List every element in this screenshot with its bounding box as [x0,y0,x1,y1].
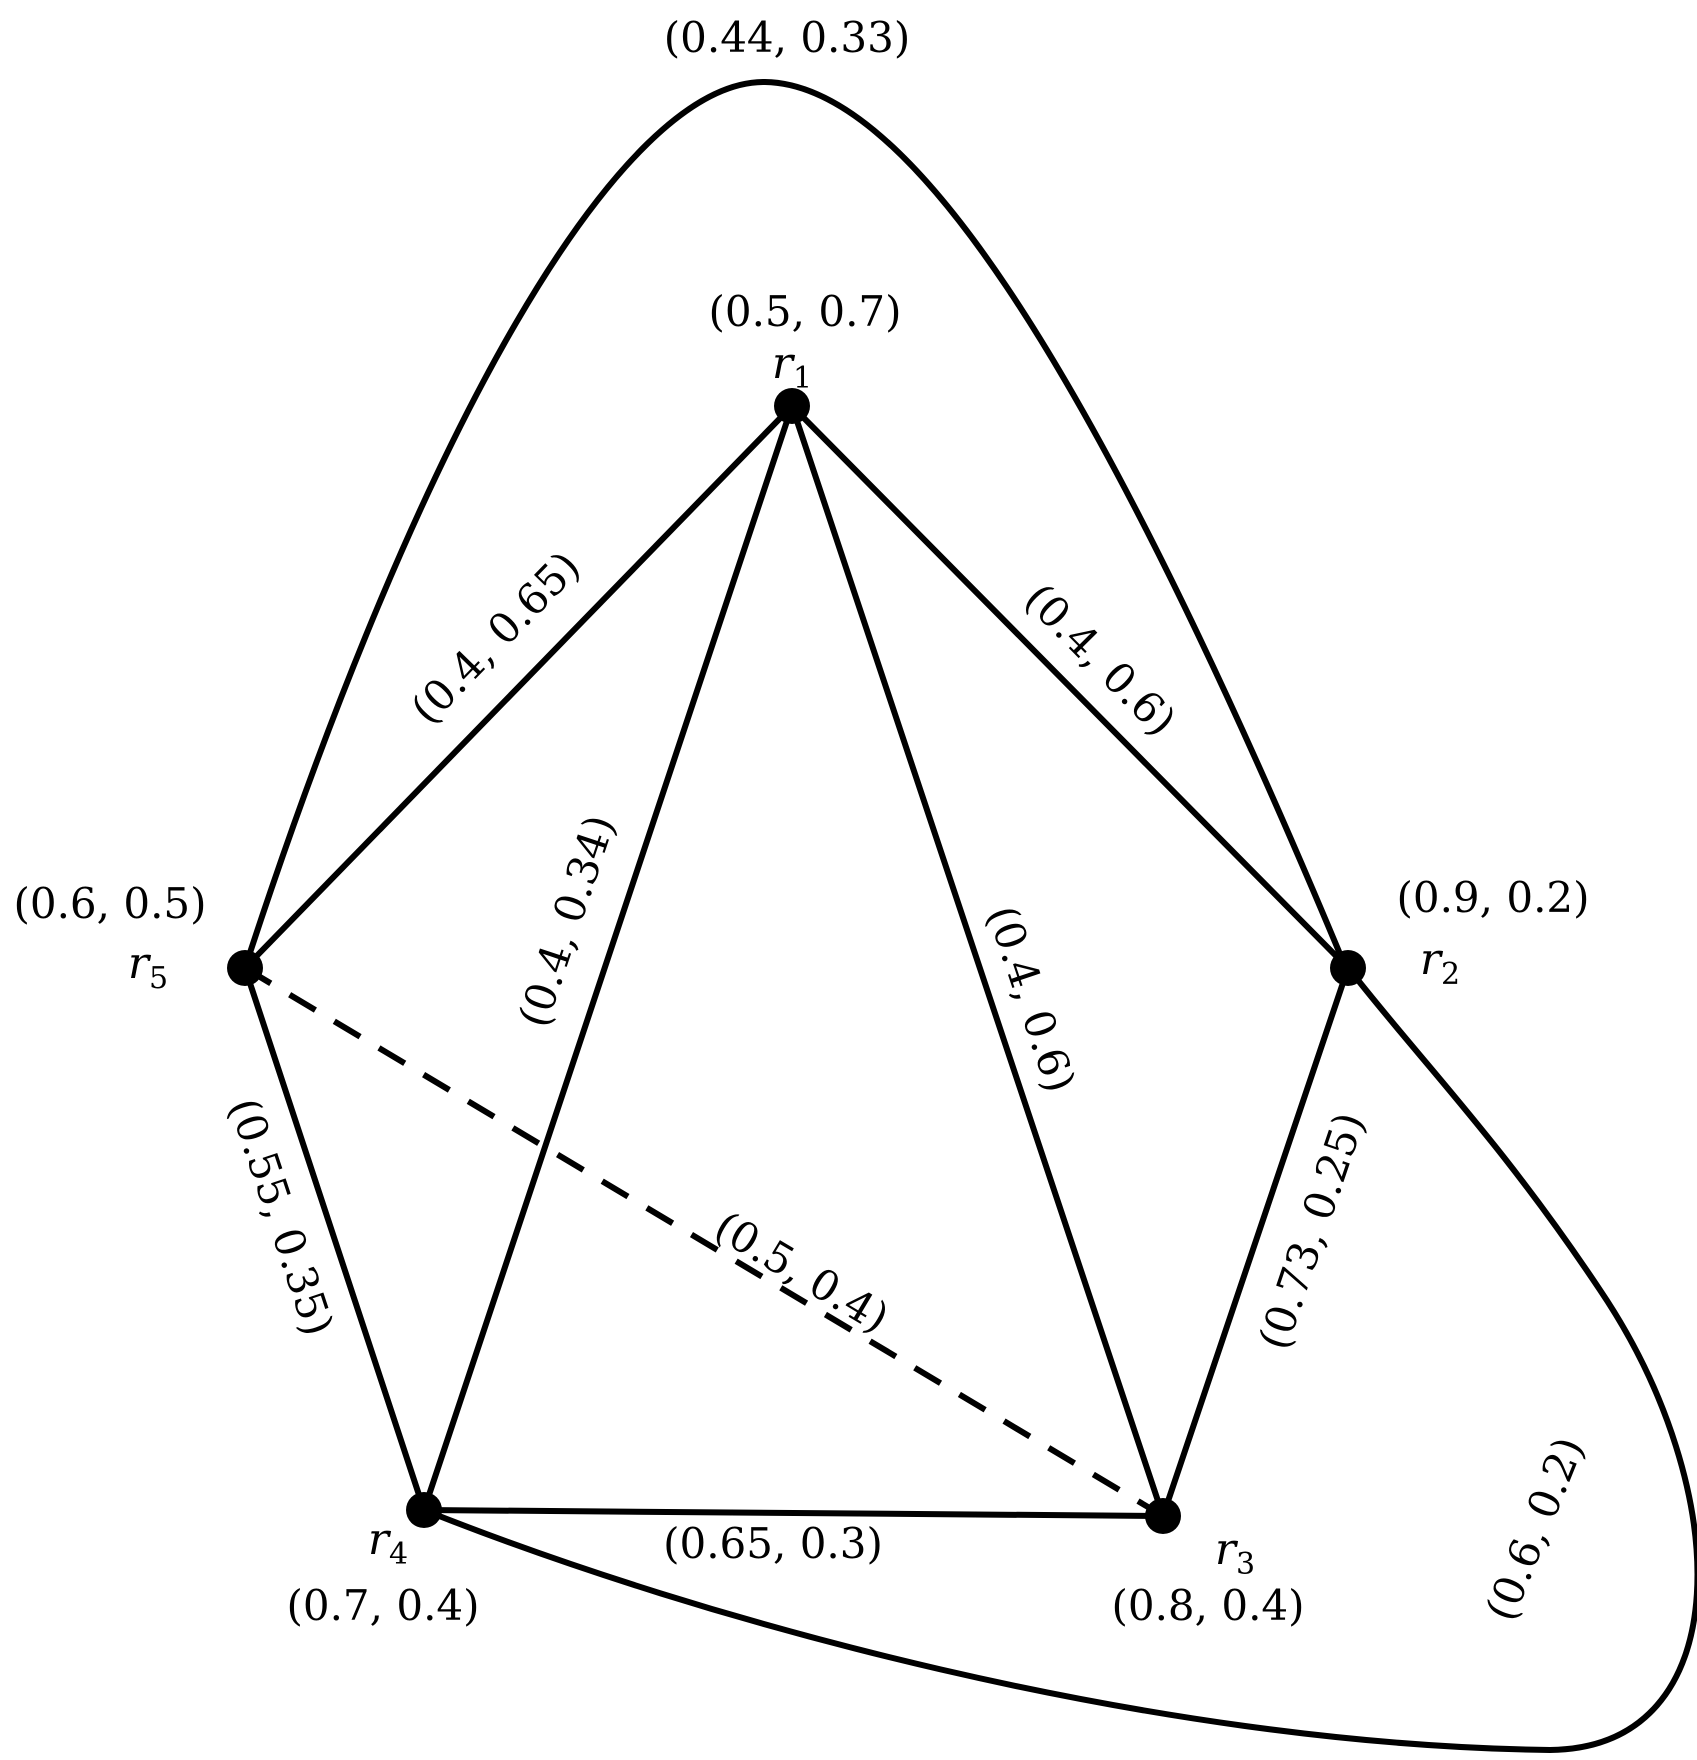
vertex-value-r5: (0.6, 0.5) [13,879,206,928]
vertex-r5 [227,950,263,986]
edges [242,78,1697,1753]
vertex-value-r2: (0.9, 0.2) [1396,873,1589,922]
vertex-value-r1: (0.5, 0.7) [708,287,901,336]
edge-label-r2-r3: (0.73, 0.25) [1249,1106,1374,1355]
edge-labels: (0.4, 0.65) (0.4, 0.6) (0.4, 0.34) (0.4,… [219,13,1593,1627]
edge-label-r4-r2: (0.6, 0.2) [1476,1430,1594,1627]
vertex-values: (0.5, 0.7) (0.9, 0.2) (0.8, 0.4) (0.7, 0… [13,287,1589,1630]
edge-label-r4-r3: (0.65, 0.3) [663,1519,883,1568]
vertex-r3 [1145,1498,1181,1534]
edge-label-r1-r5: (0.4, 0.65) [401,542,589,734]
vertex-value-r4: (0.7, 0.4) [286,1581,479,1630]
edge-r1-r5 [242,403,795,971]
vertex-name-r5: r5 [128,938,168,996]
edge-r5-r4 [242,965,427,1513]
vertex-value-r3: (0.8, 0.4) [1111,1581,1304,1630]
vertex-name-r3: r3 [1215,1524,1255,1582]
edge-r4-r3 [421,1507,1166,1519]
edge-label-r5-r3: (0.5, 0.4) [706,1202,897,1343]
vertex-name-r2: r2 [1420,934,1460,992]
edge-r1-r2 [789,403,1351,971]
vertex-r1 [774,388,810,424]
edge-r1-r4 [421,403,795,1513]
edge-r2-r3 [1160,965,1351,1519]
edge-r5-r2 [242,78,1348,971]
vertex-r4 [406,1492,442,1528]
edge-r4-r2 [421,967,1697,1753]
edge-label-r1-r3: (0.4, 0.6) [977,900,1085,1099]
vertex-name-r1: r1 [772,338,812,396]
vertices [227,388,1366,1534]
edge-label-r5-r2: (0.44, 0.33) [664,13,911,62]
vertex-r2 [1330,950,1366,986]
vertex-name-r4: r4 [368,1514,408,1572]
edge-r1-r3 [789,403,1166,1519]
edge-r5-r3 [243,965,1165,1519]
vertex-names: r1 r2 r3 r4 r5 [128,338,1460,1582]
edge-label-r1-r4: (0.4, 0.34) [509,809,625,1033]
